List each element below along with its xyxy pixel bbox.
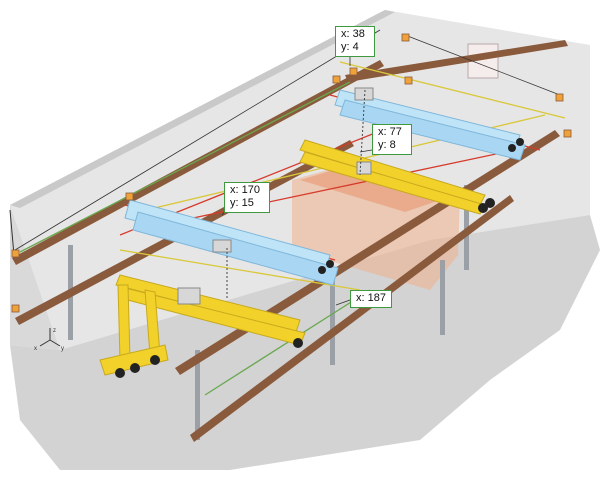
axis-label-x: x — [34, 346, 37, 352]
axis-label-y: y — [61, 346, 64, 352]
sensor — [126, 193, 133, 200]
callout-y-value: y: 4 — [341, 41, 369, 54]
sensor — [12, 305, 19, 312]
callout-y-value: y: 8 — [378, 139, 406, 152]
callout-crane-upper-far: x: 38 y: 4 — [335, 26, 375, 57]
column — [440, 260, 445, 335]
callout-x-value: x: 187 — [356, 292, 386, 305]
sensor — [402, 34, 409, 41]
callout-crane-upper-near: x: 77 y: 8 — [372, 124, 412, 155]
sensor — [564, 130, 571, 137]
sensor — [405, 77, 412, 84]
axis-label-z: z — [53, 328, 56, 334]
sensor — [350, 68, 357, 75]
callout-y-value: y: 15 — [230, 197, 264, 210]
sensor — [556, 94, 563, 101]
callout-x-value: x: 38 — [341, 28, 369, 41]
callout-crane-middle: x: 170 y: 15 — [224, 182, 270, 213]
sensor — [12, 250, 19, 257]
callout-gantry-rail: x: 187 — [350, 290, 392, 308]
callout-x-value: x: 77 — [378, 126, 406, 139]
sensor — [333, 76, 340, 83]
callout-x-value: x: 170 — [230, 184, 264, 197]
